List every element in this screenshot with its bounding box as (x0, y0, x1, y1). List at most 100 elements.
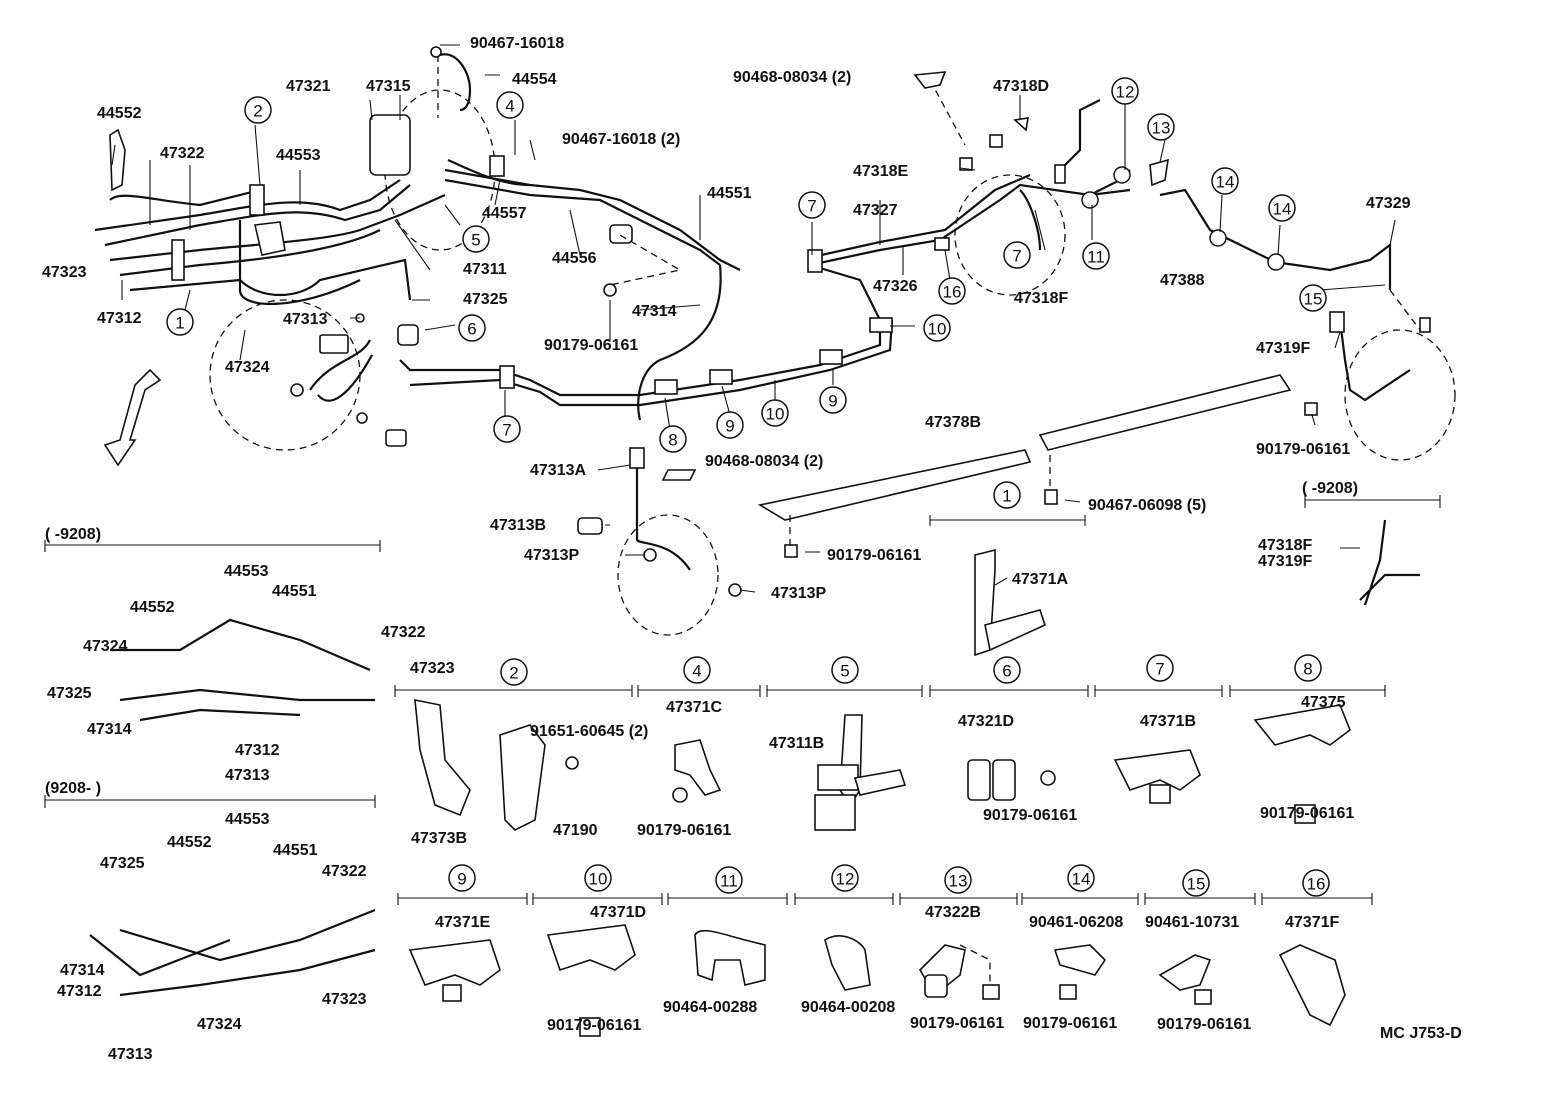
part-number-label: 47312 (57, 983, 102, 1000)
part-number-label: 47318E (853, 163, 908, 180)
callout-marker: 1 (166, 308, 194, 336)
part-number-label: 47378B (925, 414, 981, 431)
callout-number: 5 (471, 231, 480, 250)
callout-circle (1111, 77, 1139, 105)
part-number-label: 47313P (524, 547, 579, 564)
callout-marker: 7 (493, 415, 521, 443)
callout-circle (1003, 241, 1031, 269)
part-number-label: 47325 (463, 291, 508, 308)
part-number-label: 90179-06161 (547, 1017, 641, 1034)
part-number-label: 47313 (225, 767, 270, 784)
callout-marker: 11 (1082, 242, 1110, 270)
part-number-label: 47313B (490, 517, 546, 534)
part-number-label: 44553 (225, 811, 270, 828)
part-number-label: 47319F (1258, 553, 1312, 570)
callout-marker: 15 (1299, 284, 1327, 312)
callout-number: 14 (1273, 200, 1292, 219)
callout-circle (716, 411, 744, 439)
callout-circle (1211, 167, 1239, 195)
callout-marker: 14 (1067, 864, 1095, 892)
callout-number: 14 (1072, 870, 1091, 889)
callout-number: 1 (1002, 487, 1011, 506)
part-number-label: MC J753-D (1380, 1025, 1462, 1042)
callout-circle (831, 656, 859, 684)
part-number-label: 47329 (1366, 195, 1411, 212)
part-number-label: 44557 (482, 205, 527, 222)
callout-number: 15 (1187, 875, 1206, 894)
part-number-label: 90468-08034 (2) (733, 69, 851, 86)
part-number-label: 47322 (381, 624, 426, 641)
callout-number: 6 (467, 320, 476, 339)
callout-circle (500, 658, 528, 686)
callout-circle (458, 314, 486, 342)
part-number-label: 47371A (1012, 571, 1068, 588)
part-number-label: 44554 (512, 71, 557, 88)
callout-circle (923, 314, 951, 342)
part-number-label: 44552 (97, 105, 142, 122)
callout-marker: 9 (716, 411, 744, 439)
callout-number: 1 (175, 314, 184, 333)
callout-circle (798, 191, 826, 219)
callout-number: 7 (1012, 247, 1021, 266)
part-number-label: 91651-60645 (2) (530, 723, 648, 740)
callout-marker: 6 (993, 656, 1021, 684)
callout-circle (819, 386, 847, 414)
callout-marker: 4 (496, 91, 524, 119)
callout-number: 11 (720, 872, 738, 891)
callout-marker: 13 (944, 866, 972, 894)
part-number-label: 47318F (1258, 537, 1312, 554)
callout-number: 13 (949, 872, 968, 891)
callout-number: 10 (766, 405, 785, 424)
callout-marker: 16 (1302, 869, 1330, 897)
part-number-label: 90467-06098 (5) (1088, 497, 1206, 514)
part-number-label: 47327 (853, 202, 898, 219)
part-number-label: 90179-06161 (544, 337, 638, 354)
part-number-label: 90179-06161 (983, 807, 1077, 824)
callout-marker: 9 (448, 864, 476, 892)
part-number-label: 90467-16018 (470, 35, 564, 52)
callout-marker: 9 (819, 386, 847, 414)
callout-number: 7 (1155, 660, 1164, 679)
part-number-label: 90179-06161 (827, 547, 921, 564)
callout-marker: 4 (683, 656, 711, 684)
callout-number: 2 (253, 102, 262, 121)
callout-number: 9 (457, 870, 466, 889)
part-number-label: 47371E (435, 914, 490, 931)
callout-marker: 10 (923, 314, 951, 342)
part-number-label: 90179-06161 (1023, 1015, 1117, 1032)
part-number-label: 90179-06161 (1260, 805, 1354, 822)
callout-marker: 13 (1147, 113, 1175, 141)
part-number-label: 90179-06161 (910, 1015, 1004, 1032)
part-number-label: 90464-00288 (663, 999, 757, 1016)
part-number-label: 47371C (666, 699, 722, 716)
part-number-label: ( -9208) (45, 526, 101, 543)
part-number-label: 47314 (87, 721, 132, 738)
part-number-label: 47190 (553, 822, 598, 839)
callout-circle (496, 91, 524, 119)
part-number-label: 44551 (272, 583, 317, 600)
callout-circle (993, 656, 1021, 684)
part-number-label: 90461-10731 (1145, 914, 1239, 931)
callout-circle (1182, 869, 1210, 897)
part-number-label: 44552 (167, 834, 212, 851)
callout-number: 11 (1087, 248, 1105, 267)
part-number-label: 47388 (1160, 272, 1205, 289)
part-number-label: 47323 (410, 660, 455, 677)
callout-marker: 16 (938, 277, 966, 305)
part-number-label: 47324 (83, 638, 128, 655)
part-number-label: 47323 (322, 991, 367, 1008)
part-number-label: 90179-06161 (637, 822, 731, 839)
part-number-label: 47313 (283, 311, 328, 328)
part-number-label: 90468-08034 (2) (705, 453, 823, 470)
callout-marker: 8 (1294, 654, 1322, 682)
part-number-label: 44552 (130, 599, 175, 616)
callout-number: 9 (725, 417, 734, 436)
part-number-label: 47314 (60, 962, 105, 979)
callout-marker: 8 (659, 425, 687, 453)
callout-number: 16 (1307, 875, 1326, 894)
callout-number: 15 (1304, 290, 1323, 309)
callout-number: 7 (502, 421, 511, 440)
part-number-label: 47373B (411, 830, 467, 847)
